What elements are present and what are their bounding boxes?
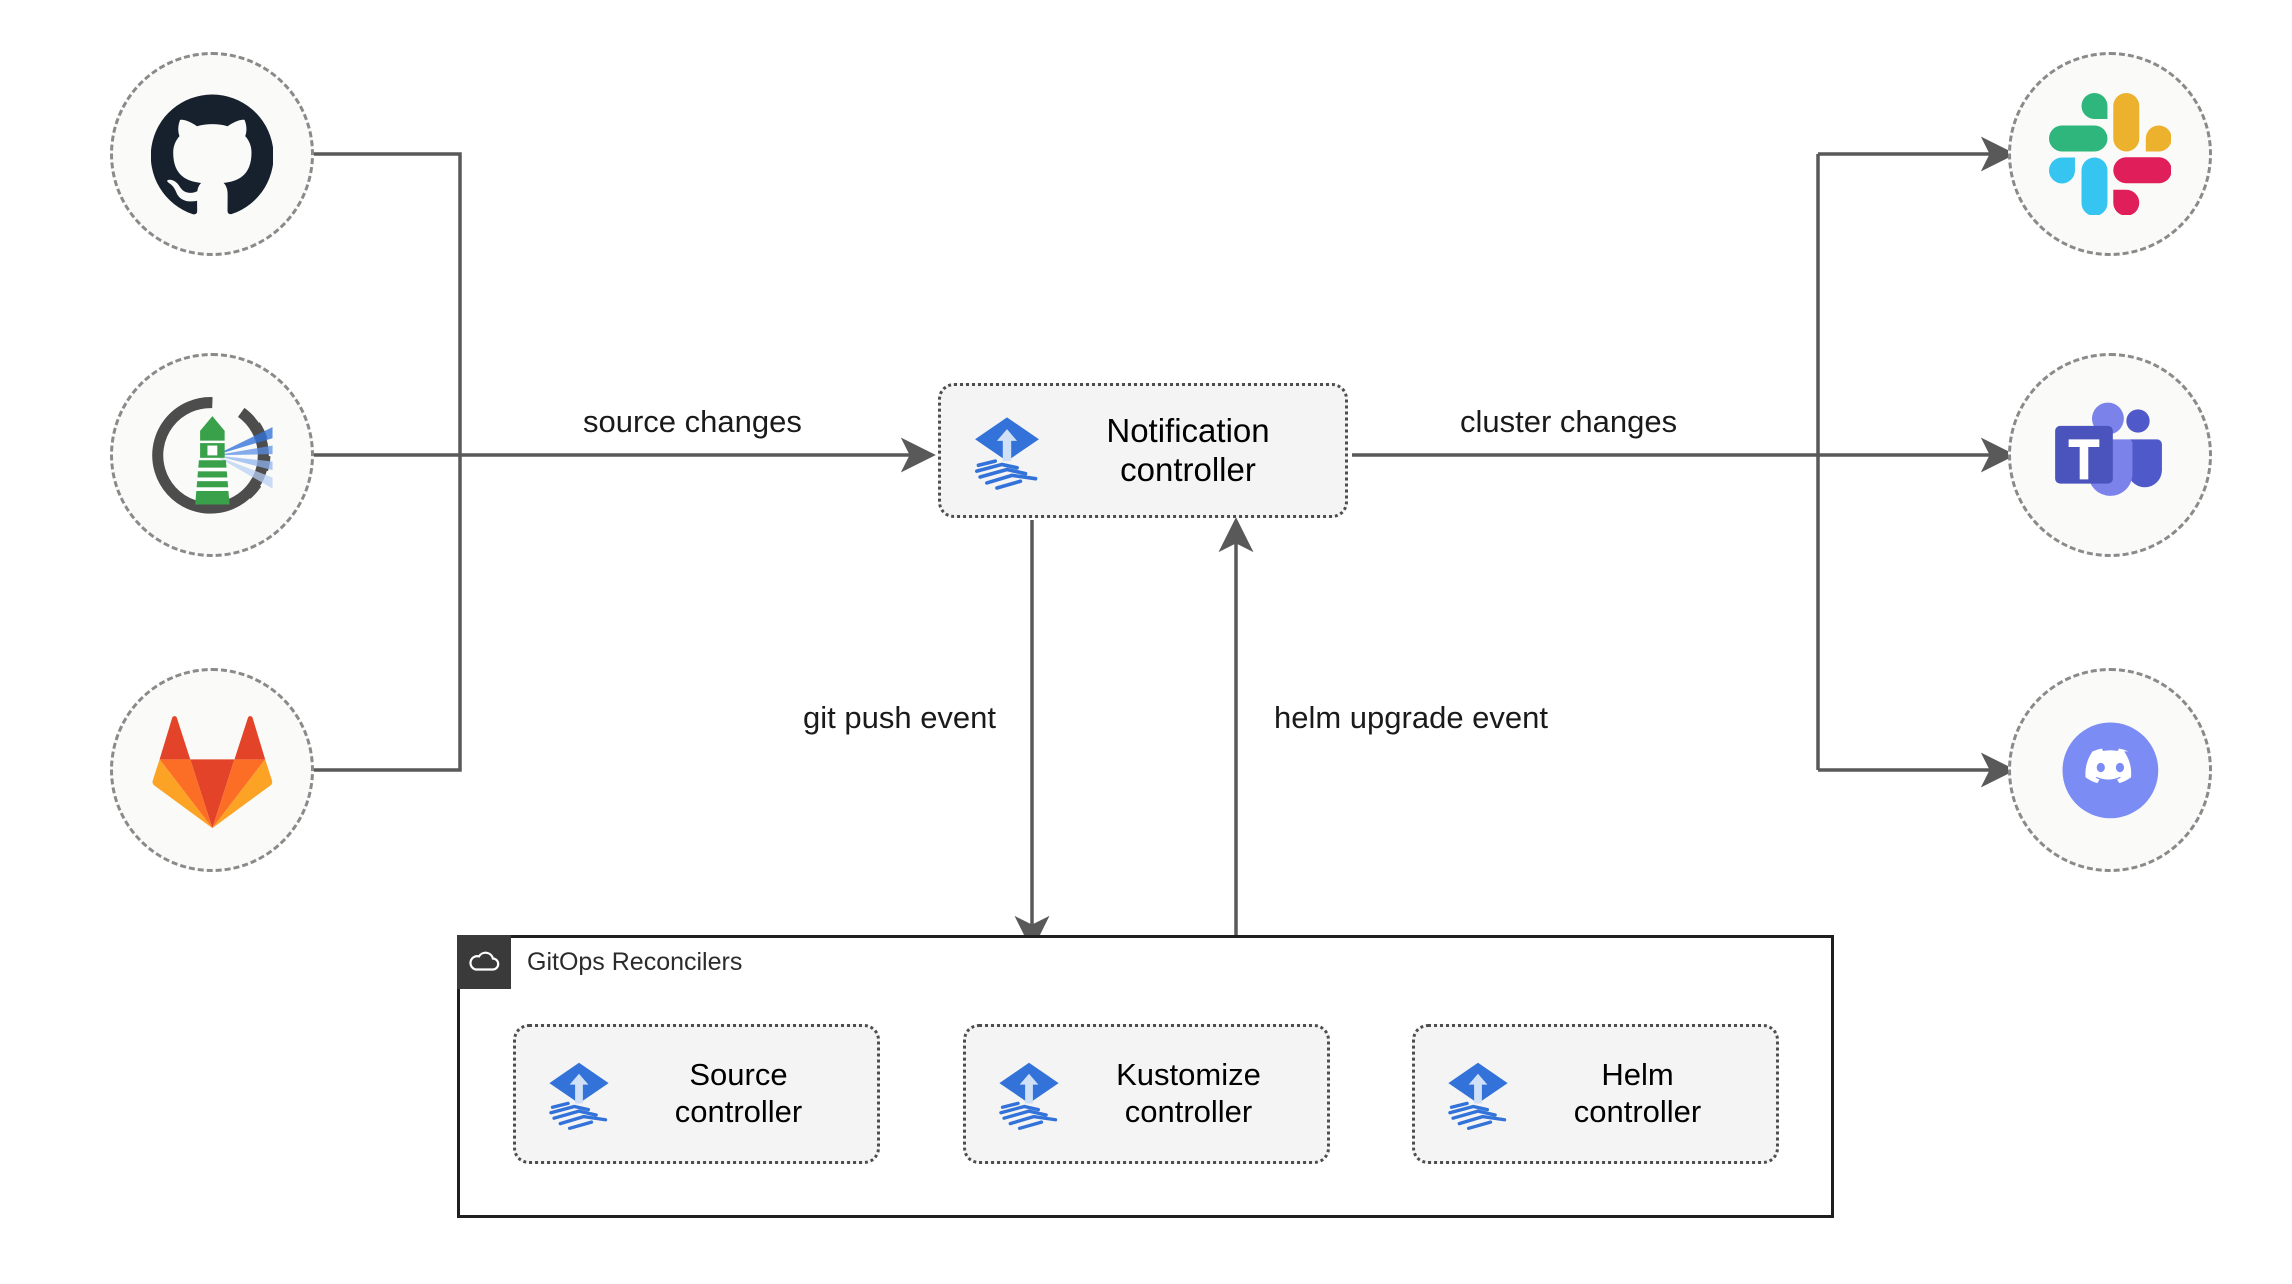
target-node-discord[interactable] [2008, 668, 2212, 872]
flux-logo-icon [1448, 1062, 1508, 1130]
helm-controller-box[interactable]: Helm controller [1412, 1024, 1779, 1164]
source-controller-box[interactable]: Source controller [513, 1024, 880, 1164]
source-node-flux[interactable] [110, 353, 314, 557]
source-node-github[interactable] [110, 52, 314, 256]
edge-label-source-changes: source changes [575, 402, 810, 442]
gitops-reconcilers-header: GitOps Reconcilers [457, 935, 742, 989]
kustomize-controller-label: Kustomize controller [1116, 1057, 1261, 1129]
source-node-gitlab[interactable] [110, 668, 314, 872]
cloud-icon-container [457, 935, 511, 989]
gitops-reconcilers-title: GitOps Reconcilers [527, 947, 743, 976]
microsoft-teams-icon [2054, 402, 2162, 496]
flux-logo-icon [549, 1062, 609, 1130]
kustomize-controller-box[interactable]: Kustomize controller [963, 1024, 1330, 1164]
target-node-slack[interactable] [2008, 52, 2212, 256]
flux-logo-icon [999, 1062, 1059, 1130]
flux-lighthouse-icon [151, 396, 273, 514]
gitlab-icon [152, 715, 272, 828]
edge-label-helm-upgrade-event: helm upgrade event [1266, 698, 1557, 738]
edge-label-git-push-event: git push event [795, 698, 1005, 738]
slack-icon [2048, 92, 2172, 216]
source-controller-label: Source controller [674, 1057, 803, 1129]
helm-controller-label: Helm controller [1573, 1057, 1702, 1129]
target-node-teams[interactable] [2008, 353, 2212, 557]
cloud-icon [469, 951, 500, 971]
notification-controller-label: Notification controller [1106, 411, 1270, 488]
github-icon [150, 94, 274, 214]
flux-logo-icon [974, 416, 1039, 490]
edge-label-cluster-changes: cluster changes [1452, 402, 1686, 442]
discord-icon [2062, 722, 2158, 818]
notification-controller-box[interactable]: Notification controller [938, 383, 1348, 518]
